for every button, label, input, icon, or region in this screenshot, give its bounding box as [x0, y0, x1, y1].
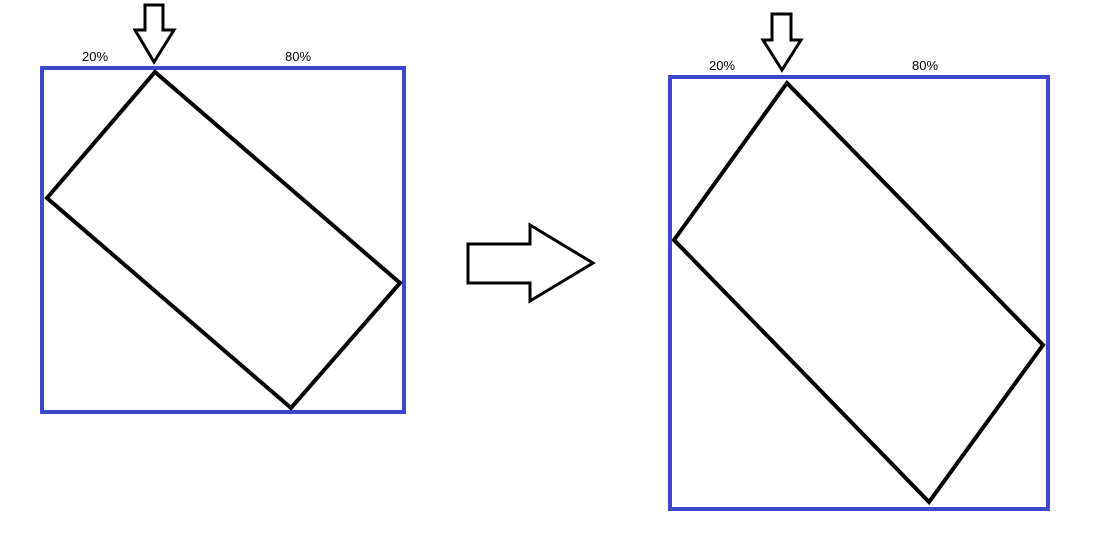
panel-before-label-80: 80%: [285, 49, 311, 64]
panel-after-label-80: 80%: [912, 58, 938, 73]
panel-after-arrow-down-icon: [760, 12, 804, 73]
panel-before-rotated-rectangle: [44, 69, 403, 411]
panel-after: 20% 80%: [668, 12, 1050, 511]
panel-before: 20% 80%: [40, 3, 406, 414]
panel-after-label-20: 20%: [709, 58, 735, 73]
panel-before-arrow-down-icon: [132, 3, 177, 65]
panel-before-label-20: 20%: [82, 49, 108, 64]
transition-arrow-right-icon: [466, 222, 596, 304]
panel-before-frame: [40, 66, 406, 414]
panel-after-frame: [668, 75, 1050, 511]
panel-after-rotated-rectangle: [671, 79, 1046, 506]
